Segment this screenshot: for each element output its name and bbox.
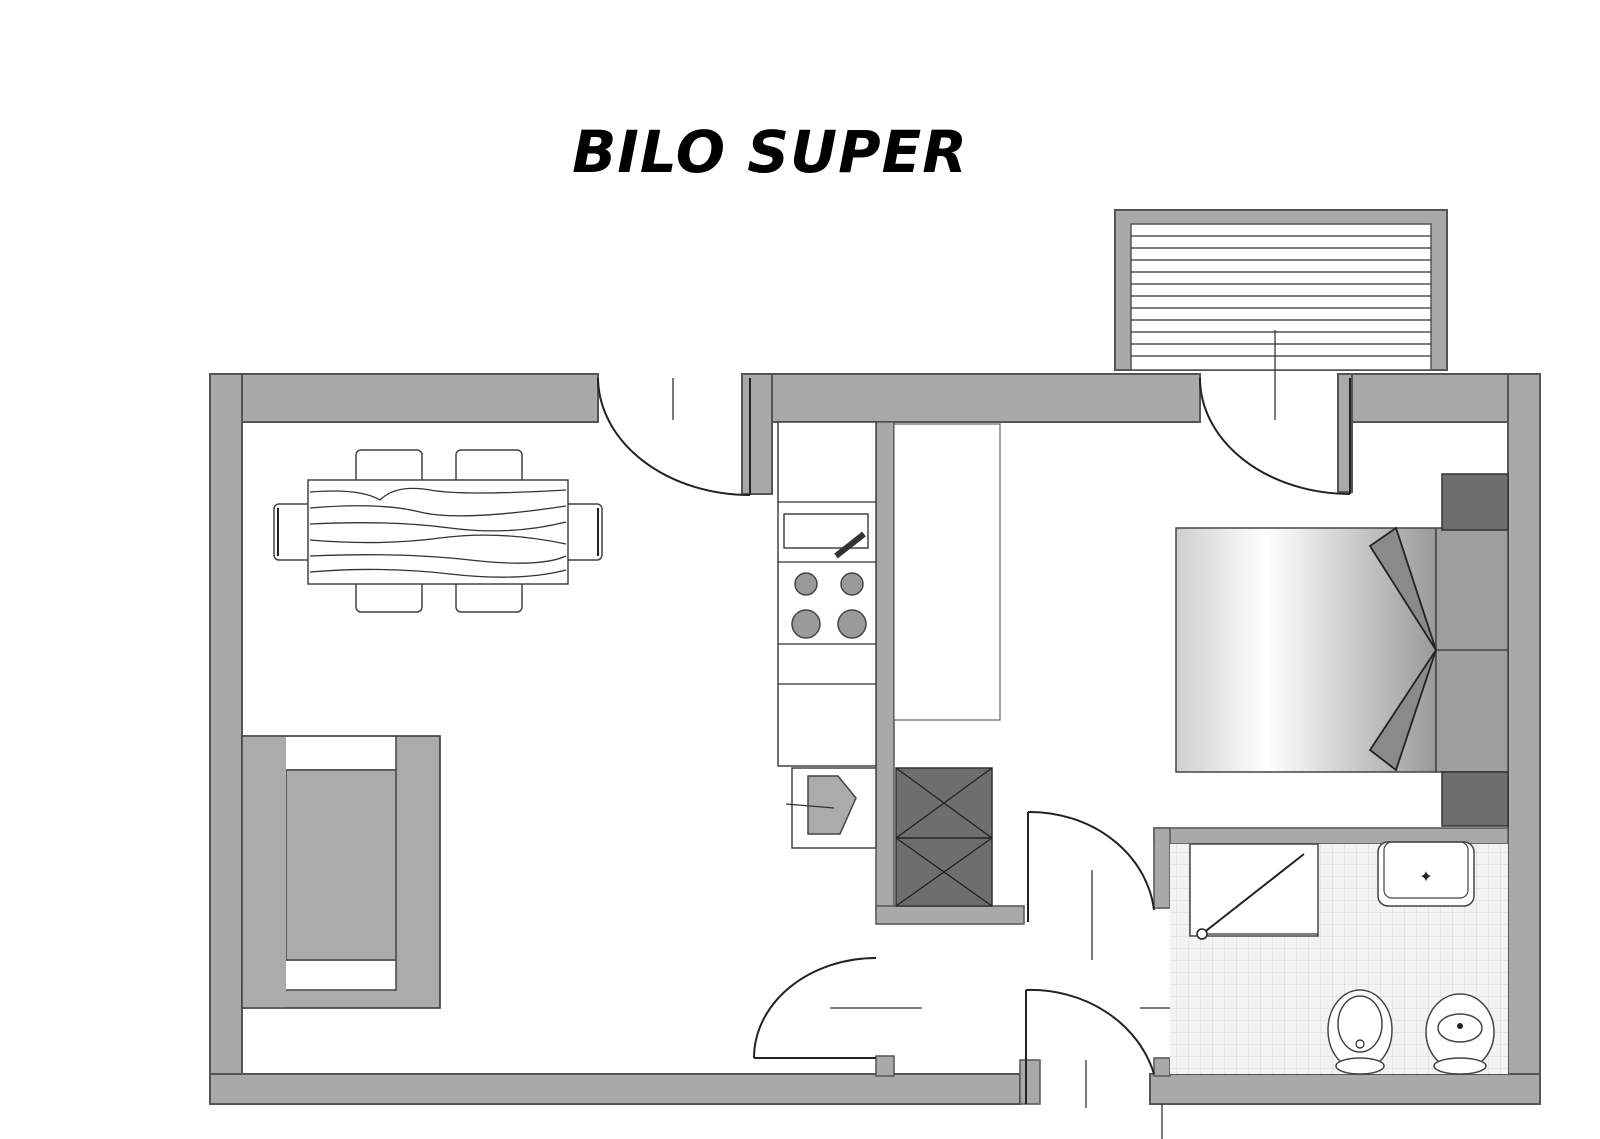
svg-text:✦: ✦ xyxy=(1419,867,1432,886)
sink xyxy=(783,513,869,559)
bathroom: ✦ xyxy=(1170,841,1508,1075)
corridor-living-door xyxy=(753,957,922,1059)
fridge-unit xyxy=(785,767,877,849)
entrance-door xyxy=(1025,988,1163,1139)
storage-cabinet xyxy=(895,767,993,907)
toilet xyxy=(1327,989,1393,1075)
wood-grain xyxy=(309,487,567,578)
wardrobe xyxy=(893,423,1001,721)
balcony-door xyxy=(1199,330,1351,495)
double-bed xyxy=(1175,473,1509,827)
bedroom-door xyxy=(1027,810,1155,960)
sofa xyxy=(241,735,441,1009)
stove-burners xyxy=(791,572,867,639)
shower xyxy=(1189,843,1319,940)
wash-basin: ✦ xyxy=(1377,841,1475,907)
balcony-slats xyxy=(1131,235,1431,357)
bidet xyxy=(1425,993,1495,1075)
dining-table-set xyxy=(273,449,603,613)
kitchen-counter xyxy=(777,421,877,849)
plan-title: BILO SUPER xyxy=(572,118,968,186)
living-room-door xyxy=(597,377,751,496)
balcony xyxy=(1114,209,1448,371)
